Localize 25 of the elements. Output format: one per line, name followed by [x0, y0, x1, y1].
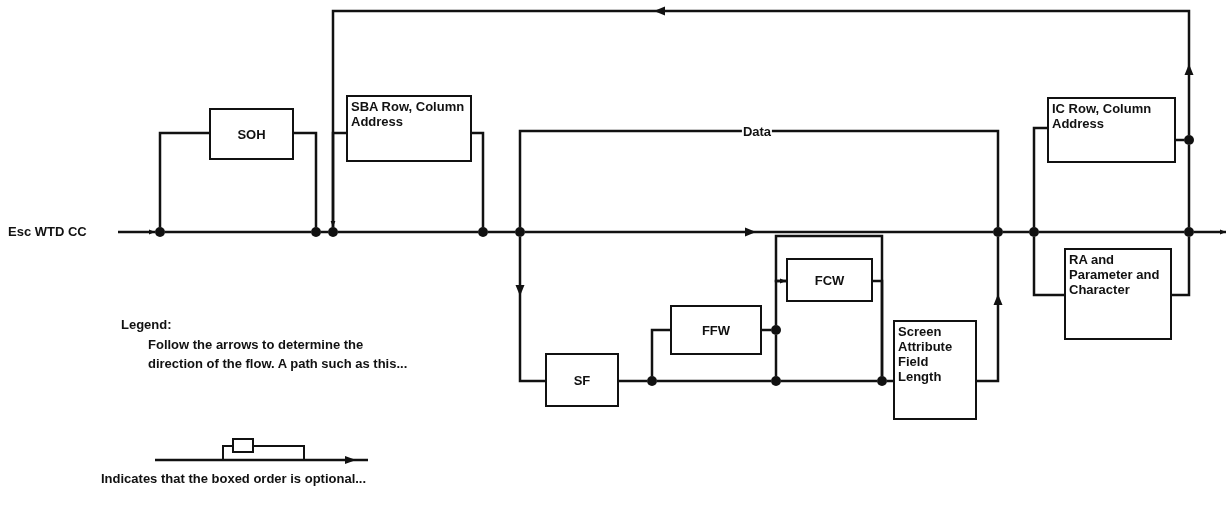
- junction-dot: [647, 376, 657, 386]
- legend-text: Follow the arrows to determine the direction of the flow. A path such as this...: [148, 336, 409, 373]
- junction-dot: [771, 376, 781, 386]
- junction-dot: [1184, 227, 1194, 237]
- junction-dot: [877, 376, 887, 386]
- junction-dot: [771, 325, 781, 335]
- junction-dot: [1029, 227, 1039, 237]
- order-box: SBA Row, Column Address: [346, 95, 472, 162]
- order-box: SOH: [209, 108, 294, 160]
- legend-heading: Legend:: [121, 316, 173, 334]
- start-label: Esc WTD CC: [8, 224, 87, 239]
- order-box: SF: [545, 353, 619, 407]
- order-box: FFW: [670, 305, 762, 355]
- junction-dot: [328, 227, 338, 237]
- order-box: RA and Parameter and Character: [1064, 248, 1172, 340]
- junction-dot: [993, 227, 1003, 237]
- order-box: Screen Attribute Field Length: [893, 320, 977, 420]
- order-box: FCW: [786, 258, 873, 302]
- junction-dot: [311, 227, 321, 237]
- order-box: IC Row, Column Address: [1047, 97, 1176, 163]
- junction-dot: [515, 227, 525, 237]
- legend-text: Indicates that the boxed order is optional...: [101, 470, 368, 488]
- junction-dot: [155, 227, 165, 237]
- junction-dot: [1184, 135, 1194, 145]
- junction-dot: [478, 227, 488, 237]
